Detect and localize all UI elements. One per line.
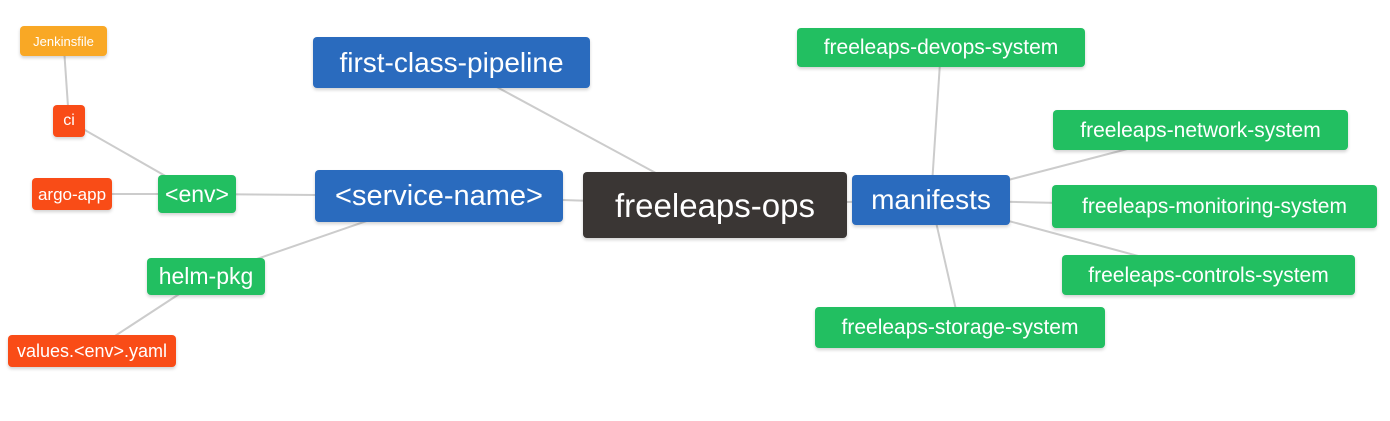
node-freeleaps-ops[interactable]: freeleaps-ops (583, 172, 847, 238)
node-values-env-yaml[interactable]: values.<env>.yaml (8, 335, 176, 367)
node-ci[interactable]: ci (53, 105, 85, 137)
node-freeleaps-devops-system[interactable]: freeleaps-devops-system (797, 28, 1085, 67)
node-freeleaps-storage-system[interactable]: freeleaps-storage-system (815, 307, 1105, 348)
node-manifests[interactable]: manifests (852, 175, 1010, 225)
node-first-class-pipeline[interactable]: first-class-pipeline (313, 37, 590, 88)
node-freeleaps-network-system[interactable]: freeleaps-network-system (1053, 110, 1348, 150)
node-argo-app[interactable]: argo-app (32, 178, 112, 210)
node-env[interactable]: <env> (158, 175, 236, 213)
node-service-name[interactable]: <service-name> (315, 170, 563, 222)
node-freeleaps-controls-system[interactable]: freeleaps-controls-system (1062, 255, 1355, 295)
node-helm-pkg[interactable]: helm-pkg (147, 258, 265, 295)
node-freeleaps-monitoring-system[interactable]: freeleaps-monitoring-system (1052, 185, 1377, 228)
node-jenkinsfile[interactable]: Jenkinsfile (20, 26, 107, 56)
